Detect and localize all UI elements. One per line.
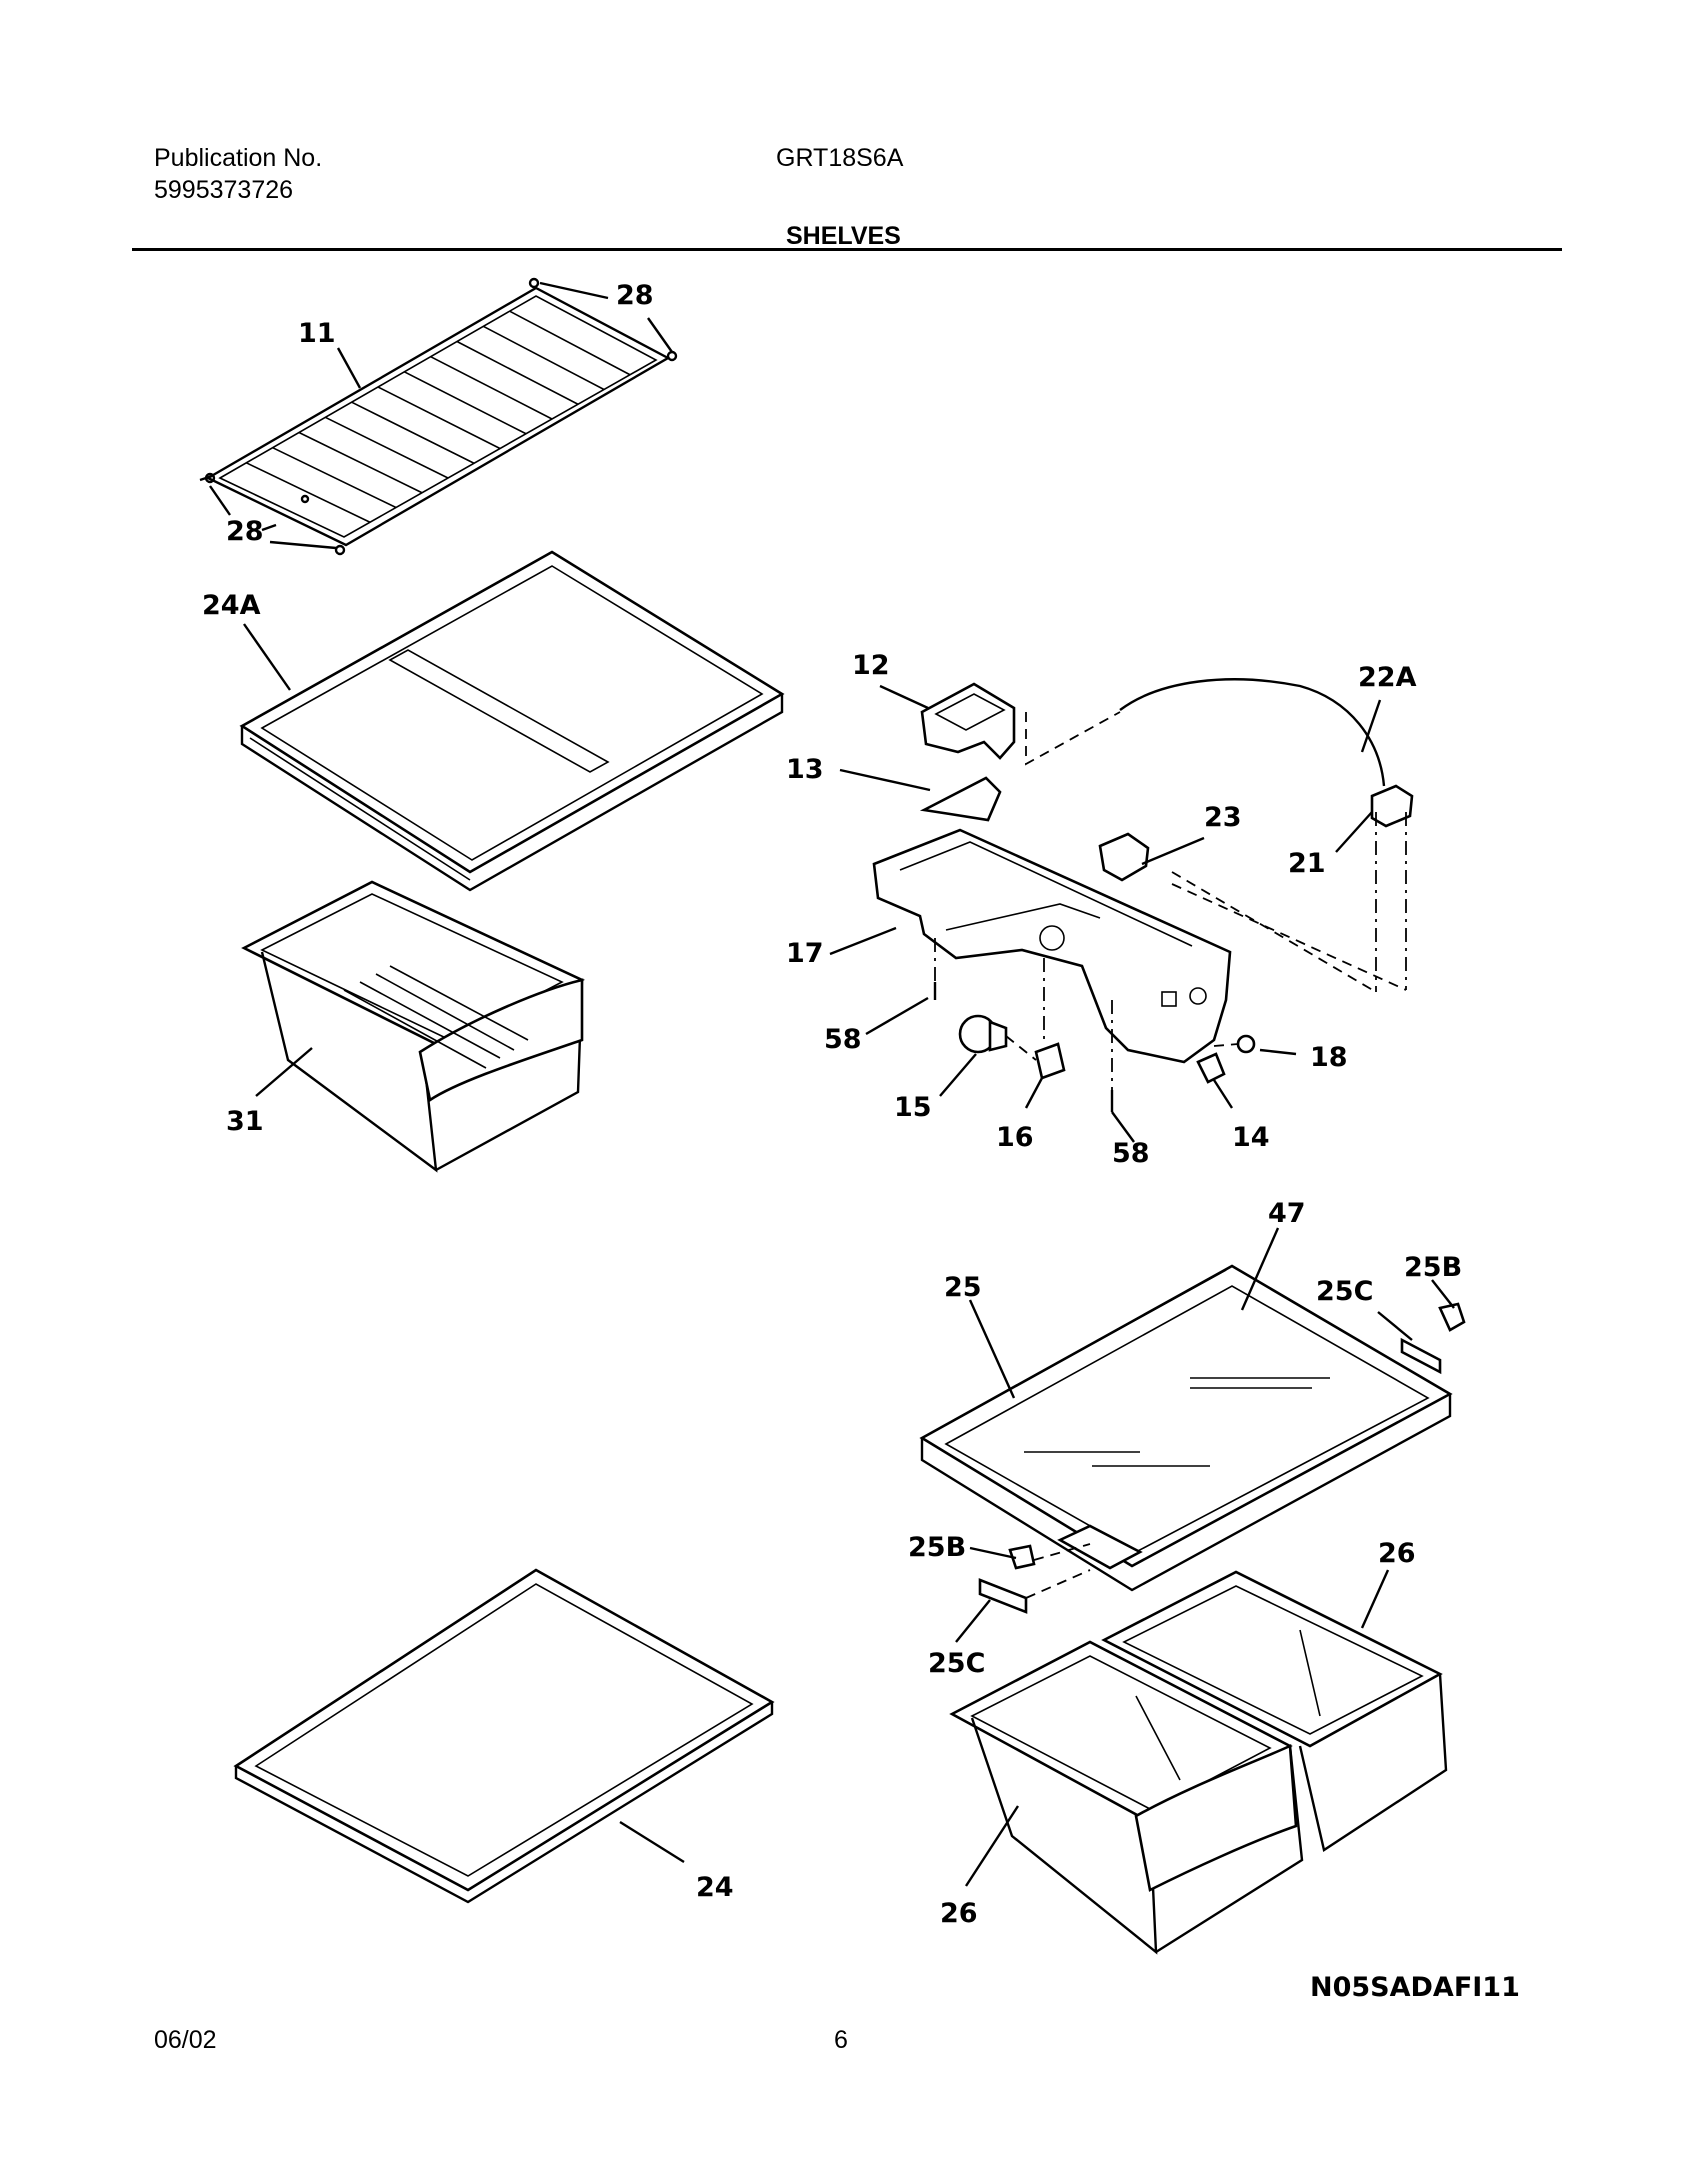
callout-11: 11 [298, 318, 336, 349]
wire-shelf-part-11 [199, 277, 678, 556]
callout-25b-top: 25B [1404, 1252, 1462, 1283]
section-title: SHELVES [786, 222, 901, 250]
light-housing-part-17 [872, 828, 1232, 1064]
socket-part-23 [1098, 832, 1150, 882]
callout-24a: 24A [202, 590, 261, 621]
wire-rod [482, 325, 605, 391]
wire-harness-part-22a [1119, 678, 1386, 787]
wire-rod [403, 371, 527, 435]
footer-date: 06/02 [154, 2026, 217, 2054]
socket-part-16 [1034, 1042, 1066, 1080]
callout-labels: 28 11 28 24A 31 12 22A 13 23 21 17 58 18… [202, 280, 1520, 2003]
bracket-part-25c-left [978, 1578, 1028, 1614]
drawing-code: N05SADAFI11 [1310, 1972, 1520, 2003]
footer-page-number: 6 [834, 2026, 848, 2054]
wire-rod [324, 416, 449, 479]
callout-25b-bottom: 25B [908, 1532, 966, 1563]
callout-25c-bottom: 25C [928, 1648, 985, 1679]
wire-rod [298, 431, 423, 494]
callout-47: 47 [1268, 1198, 1306, 1229]
wire-rod [509, 310, 631, 376]
leader-lines [209, 281, 1455, 1887]
crisper-drawer-part-31 [241, 880, 585, 1173]
glass-shelf-part-25 [919, 1264, 1466, 1614]
clip-part-25b-right [1438, 1302, 1466, 1332]
callout-25c-top: 25C [1316, 1276, 1373, 1307]
clip-part-25b-left [1008, 1544, 1036, 1570]
wire-rod [377, 386, 501, 450]
shelf-part-24 [233, 1568, 775, 1904]
callout-28-bottom: 28 [226, 516, 264, 547]
callout-28-top: 28 [616, 280, 654, 311]
callout-12: 12 [852, 650, 890, 681]
model-number: GRT18S6A [776, 144, 904, 172]
light-shield-part-12 [920, 682, 1016, 760]
wire-rod [456, 340, 579, 405]
callout-21: 21 [1288, 848, 1326, 879]
callout-15: 15 [894, 1092, 932, 1123]
wire-rod [351, 401, 475, 464]
wire-rod [272, 446, 397, 509]
connector-part-21 [1370, 784, 1414, 828]
light-lens-part-13 [919, 776, 1002, 822]
button-part-18 [1236, 1034, 1256, 1054]
callout-25: 25 [944, 1272, 982, 1303]
callout-18: 18 [1310, 1042, 1348, 1073]
wire-rod [430, 355, 553, 420]
callout-23: 23 [1204, 802, 1242, 833]
light-assembly [872, 678, 1414, 1112]
shelf-part-24a [239, 550, 785, 892]
callout-14: 14 [1232, 1122, 1270, 1153]
callout-58-left: 58 [824, 1024, 862, 1055]
callout-17: 17 [786, 938, 824, 969]
switch-part-14 [1196, 1052, 1226, 1084]
callout-58-right: 58 [1112, 1138, 1150, 1169]
callout-26-top: 26 [1378, 1538, 1416, 1569]
wire-rod [245, 462, 371, 523]
callout-16: 16 [996, 1122, 1034, 1153]
callout-13: 13 [786, 754, 824, 785]
publication-label: Publication No. [154, 144, 323, 172]
header-rule [132, 248, 1562, 251]
callout-26-bottom: 26 [940, 1898, 978, 1929]
callout-24: 24 [696, 1872, 734, 1903]
bracket-part-25c-right [1400, 1337, 1442, 1375]
publication-number: 5995373726 [154, 176, 294, 204]
callout-31: 31 [226, 1106, 264, 1137]
callout-22a: 22A [1358, 662, 1417, 693]
crisper-drawers-part-26 [949, 1570, 1448, 1955]
